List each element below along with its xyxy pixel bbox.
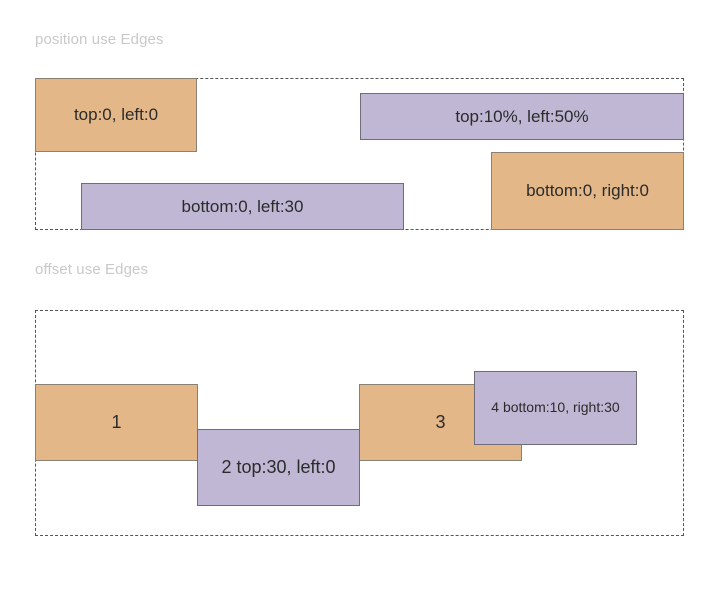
box-top10-left50[interactable]: top:10%, left:50% xyxy=(360,93,684,140)
box-1[interactable]: 1 xyxy=(35,384,198,461)
box-bottom0-left30[interactable]: bottom:0, left:30 xyxy=(81,183,404,230)
box-1-label: 1 xyxy=(111,412,122,433)
box-3-label: 3 xyxy=(435,412,446,433)
section-label-offset: offset use Edges xyxy=(35,261,149,278)
box-4[interactable]: 4 bottom:10, right:30 xyxy=(474,371,637,445)
box-2[interactable]: 2 top:30, left:0 xyxy=(197,429,360,506)
box-top-left-label: top:0, left:0 xyxy=(73,105,159,125)
box-2-label: 2 top:30, left:0 xyxy=(221,457,336,478)
section-label-position: position use Edges xyxy=(35,31,164,48)
box-bottom0-left30-label: bottom:0, left:30 xyxy=(181,196,304,216)
box-top10-left50-label: top:10%, left:50% xyxy=(455,106,589,126)
box-4-label: 4 bottom:10, right:30 xyxy=(491,399,620,416)
box-bottom0-right0-label: bottom:0, right:0 xyxy=(526,181,649,201)
box-top-left[interactable]: top:0, left:0 xyxy=(35,78,197,152)
box-bottom0-right0[interactable]: bottom:0, right:0 xyxy=(491,152,684,230)
